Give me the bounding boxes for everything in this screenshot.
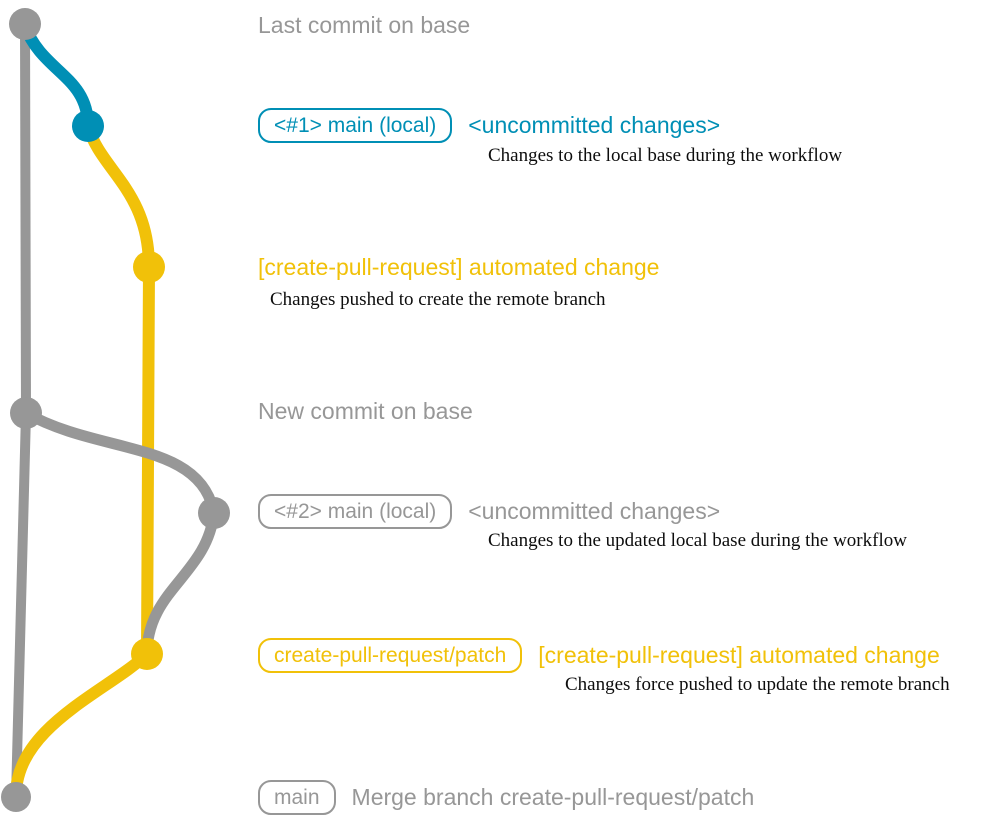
annotation-updated-local-base: Changes to the updated local base during… — [488, 530, 907, 551]
merge-into-base-line — [10, 648, 153, 801]
annotation-pushed-create: Changes pushed to create the remote bran… — [270, 289, 606, 310]
branch-label-create-pull-request-patch: create-pull-request/patch — [258, 637, 523, 673]
branch-label-main-local-1: <#1> main (local) — [258, 107, 453, 143]
commit-row-last-base: Last commit on base — [258, 7, 470, 43]
branch-label-main: main — [258, 779, 336, 815]
commit-row-uncommitted-1: <#1> main (local) <uncommitted changes> — [258, 107, 720, 143]
annotation-force-pushed: Changes force pushed to update the remot… — [565, 674, 950, 695]
create-pull-request-branch-line — [82, 120, 156, 660]
commit-dot-merge — [1, 782, 31, 812]
branch-label-main-local-2: <#2> main (local) — [258, 493, 453, 529]
commit-dot-automated-change-2 — [131, 638, 163, 670]
commit-dot-uncommitted-1 — [72, 110, 104, 142]
commit-message: <uncommitted changes> — [468, 497, 721, 524]
commit-row-merge: main Merge branch create-pull-request/pa… — [258, 779, 754, 815]
commit-message: Last commit on base — [258, 11, 471, 38]
commit-graph — [1, 8, 230, 812]
commit-message: [create-pull-request] automated change — [538, 641, 940, 668]
annotation-local-base: Changes to the local base during the wor… — [488, 145, 843, 166]
commit-dot-last-base — [9, 8, 41, 40]
local-main-branch-line — [19, 20, 94, 132]
commit-message: New commit on base — [258, 397, 473, 424]
commit-row-automated-change-2: create-pull-request/patch [create-pull-r… — [258, 637, 940, 673]
commit-message: [create-pull-request] automated change — [258, 253, 660, 280]
commit-message: Merge branch create-pull-request/patch — [351, 783, 755, 810]
commit-dot-automated-change-1 — [133, 251, 165, 283]
updated-local-main-branch-line — [20, 407, 220, 660]
commit-dot-new-base — [10, 397, 42, 429]
commit-row-automated-change-1: [create-pull-request] automated change — [258, 249, 659, 285]
commit-row-uncommitted-2: <#2> main (local) <uncommitted changes> — [258, 493, 720, 529]
commit-dot-uncommitted-2 — [198, 497, 230, 529]
commit-row-new-base: New commit on base — [258, 393, 473, 429]
commit-message: <uncommitted changes> — [468, 111, 721, 138]
